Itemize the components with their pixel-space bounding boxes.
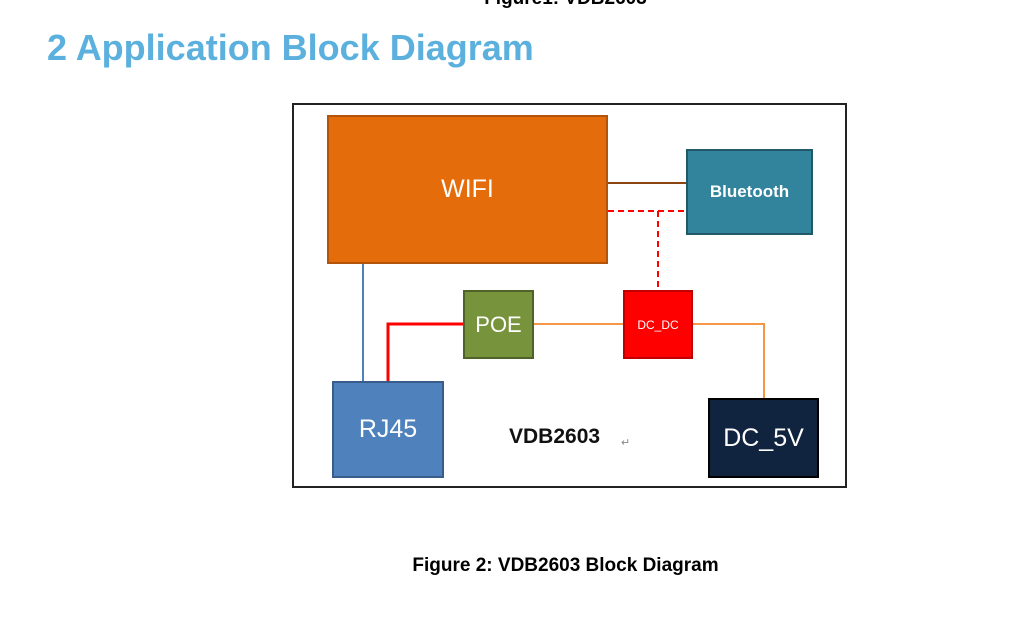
poe-block: POE (463, 290, 534, 359)
section-heading: 2 Application Block Diagram (47, 27, 534, 68)
dc-5v-block: DC_5V (708, 398, 819, 478)
rj45-label: RJ45 (358, 415, 418, 443)
connection-lines (362, 182, 765, 398)
figure-caption: Figure 2: VDB2603 Block Diagram (412, 555, 719, 576)
dc-5v-label: DC_5V (723, 423, 804, 452)
dcdc-dc5v-link (693, 323, 765, 398)
paragraph-return-icon: ↵ (621, 437, 631, 449)
model-label: VDB2603 (509, 425, 601, 448)
bluetooth-block: Bluetooth (686, 149, 813, 235)
rj45-block: RJ45 (332, 381, 444, 478)
block-diagram: WIFI Bluetooth POE DC_DC RJ45 DC_5V VDB2… (292, 103, 847, 488)
wifi-block: WIFI (327, 115, 608, 264)
previous-figure-caption: Figure1: VDB2603 (0, 0, 1026, 10)
bluetooth-label: Bluetooth (709, 182, 790, 201)
dc-dc-label: DC_DC (637, 317, 679, 332)
poe-label: POE (475, 311, 522, 337)
rj45-poe-link (386, 322, 463, 381)
dc-dc-block: DC_DC (623, 290, 693, 359)
wifi-label: WIFI (441, 175, 494, 203)
